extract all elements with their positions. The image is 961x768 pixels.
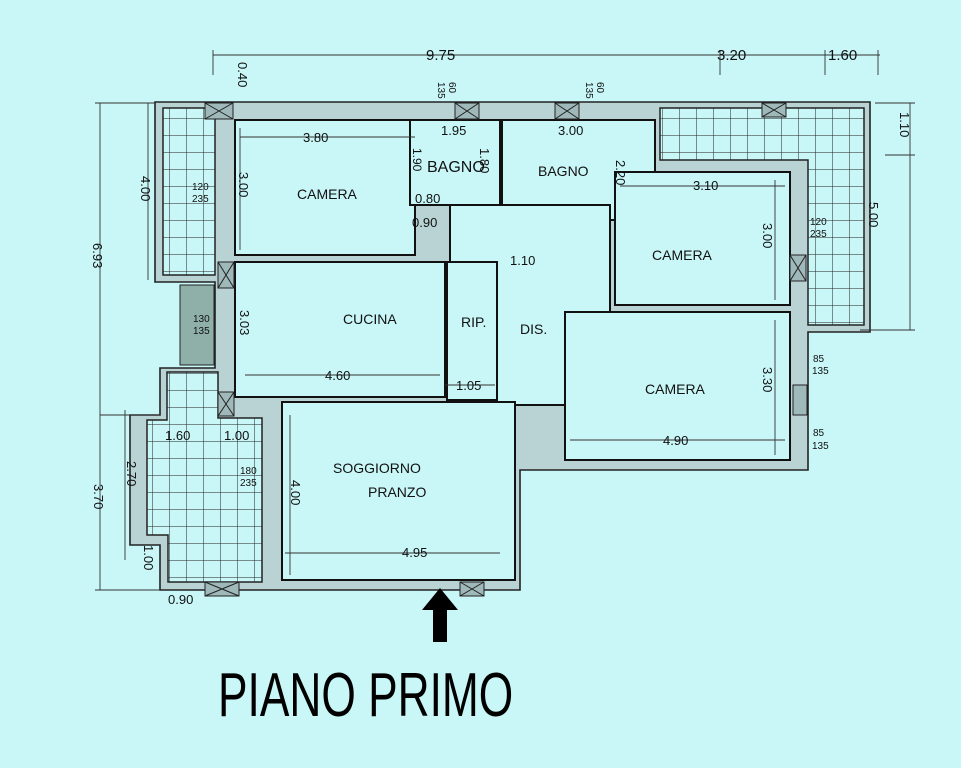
window-size-text: 235 — [810, 229, 827, 240]
dim-text: 6.93 — [90, 243, 105, 268]
label-soggiorno: SOGGIORNO — [333, 460, 421, 476]
terrace-top-right — [659, 107, 865, 326]
dim-text: 1.95 — [441, 123, 466, 138]
window-size-text: 135 — [435, 82, 446, 99]
dim-text: 3.00 — [760, 223, 775, 248]
dim-text: 1.80 — [477, 148, 492, 173]
dim-text: 5.00 — [866, 202, 881, 227]
dim-text: 1.60 — [828, 47, 857, 64]
window-size-text: 85 — [813, 428, 825, 439]
window-size-text: 60 — [446, 82, 457, 94]
dim-text: 1.05 — [456, 378, 481, 393]
room-bagno-1 — [409, 119, 501, 206]
window-size-text: 120 — [192, 182, 209, 193]
dim-text: 4.00 — [288, 480, 303, 505]
label-rip: RIP. — [461, 314, 486, 330]
dim-text: 1.00 — [224, 428, 249, 443]
dimension-labels: 9.75 3.20 1.60 0.40 1.10 5.00 6.93 4.00 … — [90, 47, 912, 607]
window-size-text: 130 — [193, 314, 210, 325]
rooms — [234, 119, 791, 581]
terraces — [146, 107, 865, 583]
dim-text: 3.80 — [303, 130, 328, 145]
dim-text: 0.40 — [235, 62, 250, 87]
terrace-top-left — [162, 107, 216, 276]
dim-text: 3.20 — [717, 47, 746, 64]
dim-text: 3.03 — [237, 310, 252, 335]
dim-text: 1.00 — [141, 545, 156, 570]
label-bagno-1: BAGNO — [427, 159, 485, 176]
label-camera-2: CAMERA — [652, 247, 713, 263]
window-size-text: 135 — [193, 326, 210, 337]
label-camera-3: CAMERA — [645, 381, 706, 397]
window-size-text: 120 — [810, 217, 827, 228]
dimension-lines — [95, 50, 915, 591]
dim-text: 4.90 — [663, 433, 688, 448]
room-camera-3 — [564, 311, 791, 461]
dim-text: 1.60 — [165, 428, 190, 443]
entrance-arrow-icon — [422, 588, 458, 642]
room-cucina — [234, 261, 446, 398]
dim-text: 4.00 — [138, 176, 153, 201]
window-size-text: 135 — [812, 366, 829, 377]
dim-text: 1.10 — [510, 253, 535, 268]
label-pranzo: PRANZO — [368, 484, 426, 500]
dim-text: 0.80 — [415, 191, 440, 206]
dim-text: 1.10 — [897, 112, 912, 137]
dim-text: 3.00 — [236, 172, 251, 197]
window-size-text: 235 — [192, 194, 209, 205]
planter — [179, 284, 215, 366]
window-size-text: 235 — [240, 478, 257, 489]
window-size-text: 85 — [813, 354, 825, 365]
label-cucina: CUCINA — [343, 311, 397, 327]
dim-text: 3.10 — [693, 178, 718, 193]
room-camera-2 — [614, 171, 791, 306]
window-size-text: 60 — [594, 82, 605, 94]
dim-text: 3.70 — [91, 484, 106, 509]
windows — [204, 102, 808, 597]
floor-title: PIANO PRIMO — [218, 661, 513, 730]
dim-text: 0.90 — [412, 215, 437, 230]
label-bagno-2: BAGNO — [538, 163, 589, 179]
dim-text: 3.00 — [558, 123, 583, 138]
label-camera-1: CAMERA — [297, 186, 358, 202]
room-soggiorno — [281, 401, 516, 581]
window-annotations: 120 235 130 135 180 235 60 135 60 135 12… — [192, 82, 829, 489]
room-rip — [446, 261, 498, 401]
dim-text: 3.30 — [760, 367, 775, 392]
window-size-text: 135 — [583, 82, 594, 99]
window-size-text: 135 — [812, 441, 829, 452]
dim-text: 0.90 — [168, 592, 193, 607]
dim-text: 2.70 — [124, 461, 139, 486]
dim-text: 9.75 — [426, 47, 455, 64]
window-size-text: 180 — [240, 466, 257, 477]
dim-text: 4.60 — [325, 368, 350, 383]
dim-text: 4.95 — [402, 545, 427, 560]
dim-text: 1.90 — [410, 148, 424, 172]
label-dis: DIS. — [520, 321, 547, 337]
dim-text: 2.20 — [613, 160, 628, 185]
